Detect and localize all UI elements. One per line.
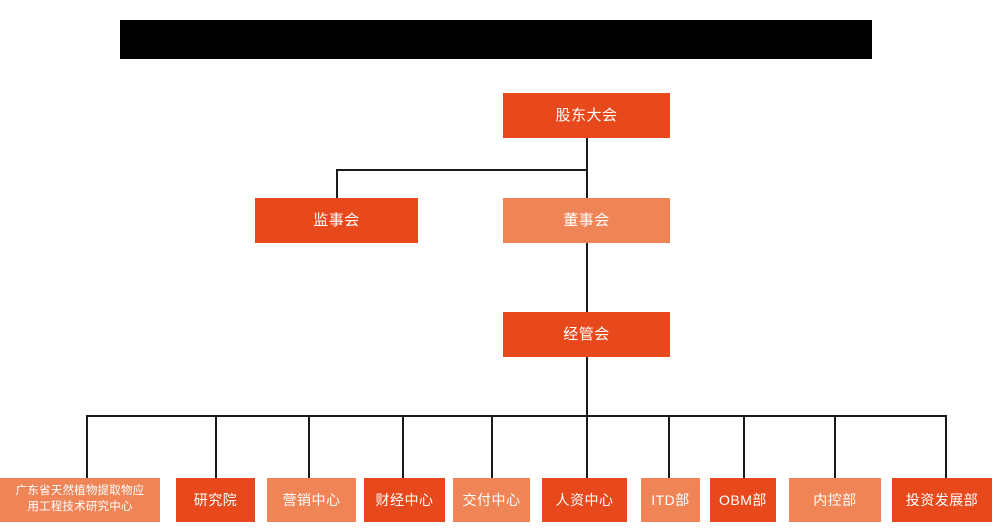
node-finance-center[interactable]: 财经中心	[364, 478, 445, 522]
node-label-guangdong-research-center: 广东省天然植物提取物应 用工程技术研究中心	[15, 485, 145, 513]
connector-supervisors-drop	[336, 169, 338, 199]
node-investment-development-department[interactable]: 投资发展部	[892, 478, 992, 522]
connector-drop-finance-center	[402, 415, 404, 478]
connector-drop-investment-development-department	[945, 415, 947, 478]
connector-drop-internal-control-department	[834, 415, 836, 478]
node-label-itd-department: ITD部	[651, 491, 690, 508]
connector-shareholders-down-stub	[586, 138, 588, 170]
node-label-investment-development-department: 投资发展部	[905, 491, 979, 508]
connector-directors-drop	[586, 169, 588, 199]
connector-drop-guangdong-research-center	[86, 415, 88, 478]
connector-drop-research-institute	[215, 415, 217, 478]
connector-drop-itd-department	[668, 415, 670, 478]
node-label-management-committee: 经管会	[563, 325, 610, 343]
redacted-title-bar	[120, 20, 872, 59]
node-label-internal-control-department: 内控部	[813, 491, 857, 508]
node-label-hr-center: 人资中心	[555, 491, 614, 508]
node-label-marketing-center: 营销中心	[282, 491, 341, 508]
node-marketing-center[interactable]: 营销中心	[267, 478, 356, 522]
node-hr-center[interactable]: 人资中心	[542, 478, 627, 522]
connector-departments-bus	[86, 415, 946, 417]
node-obm-department[interactable]: OBM部	[710, 478, 776, 522]
connector-drop-delivery-center	[491, 415, 493, 478]
connector-drop-marketing-center	[308, 415, 310, 478]
node-internal-control-department[interactable]: 内控部	[789, 478, 881, 522]
node-shareholders-meeting[interactable]: 股东大会	[503, 93, 670, 138]
node-label-board-of-directors: 董事会	[563, 211, 610, 229]
node-label-obm-department: OBM部	[719, 491, 767, 508]
node-label-delivery-center: 交付中心	[462, 491, 521, 508]
node-label-shareholders-meeting: 股东大会	[555, 106, 618, 124]
node-guangdong-research-center[interactable]: 广东省天然植物提取物应 用工程技术研究中心	[0, 478, 160, 522]
node-board-of-directors[interactable]: 董事会	[503, 198, 670, 243]
node-label-board-of-supervisors: 监事会	[313, 211, 360, 229]
node-label-finance-center: 财经中心	[375, 491, 434, 508]
connector-management-down-stub	[586, 357, 588, 415]
connector-shareholders-split-bus	[336, 169, 587, 171]
node-board-of-supervisors[interactable]: 监事会	[255, 198, 418, 243]
node-management-committee[interactable]: 经管会	[503, 312, 670, 357]
node-research-institute[interactable]: 研究院	[176, 478, 255, 522]
node-label-research-institute: 研究院	[193, 491, 238, 508]
node-delivery-center[interactable]: 交付中心	[453, 478, 530, 522]
connector-drop-obm-department	[743, 415, 745, 478]
connector-drop-hr-center	[586, 415, 588, 478]
connector-directors-to-management	[586, 243, 588, 313]
node-itd-department[interactable]: ITD部	[641, 478, 700, 522]
